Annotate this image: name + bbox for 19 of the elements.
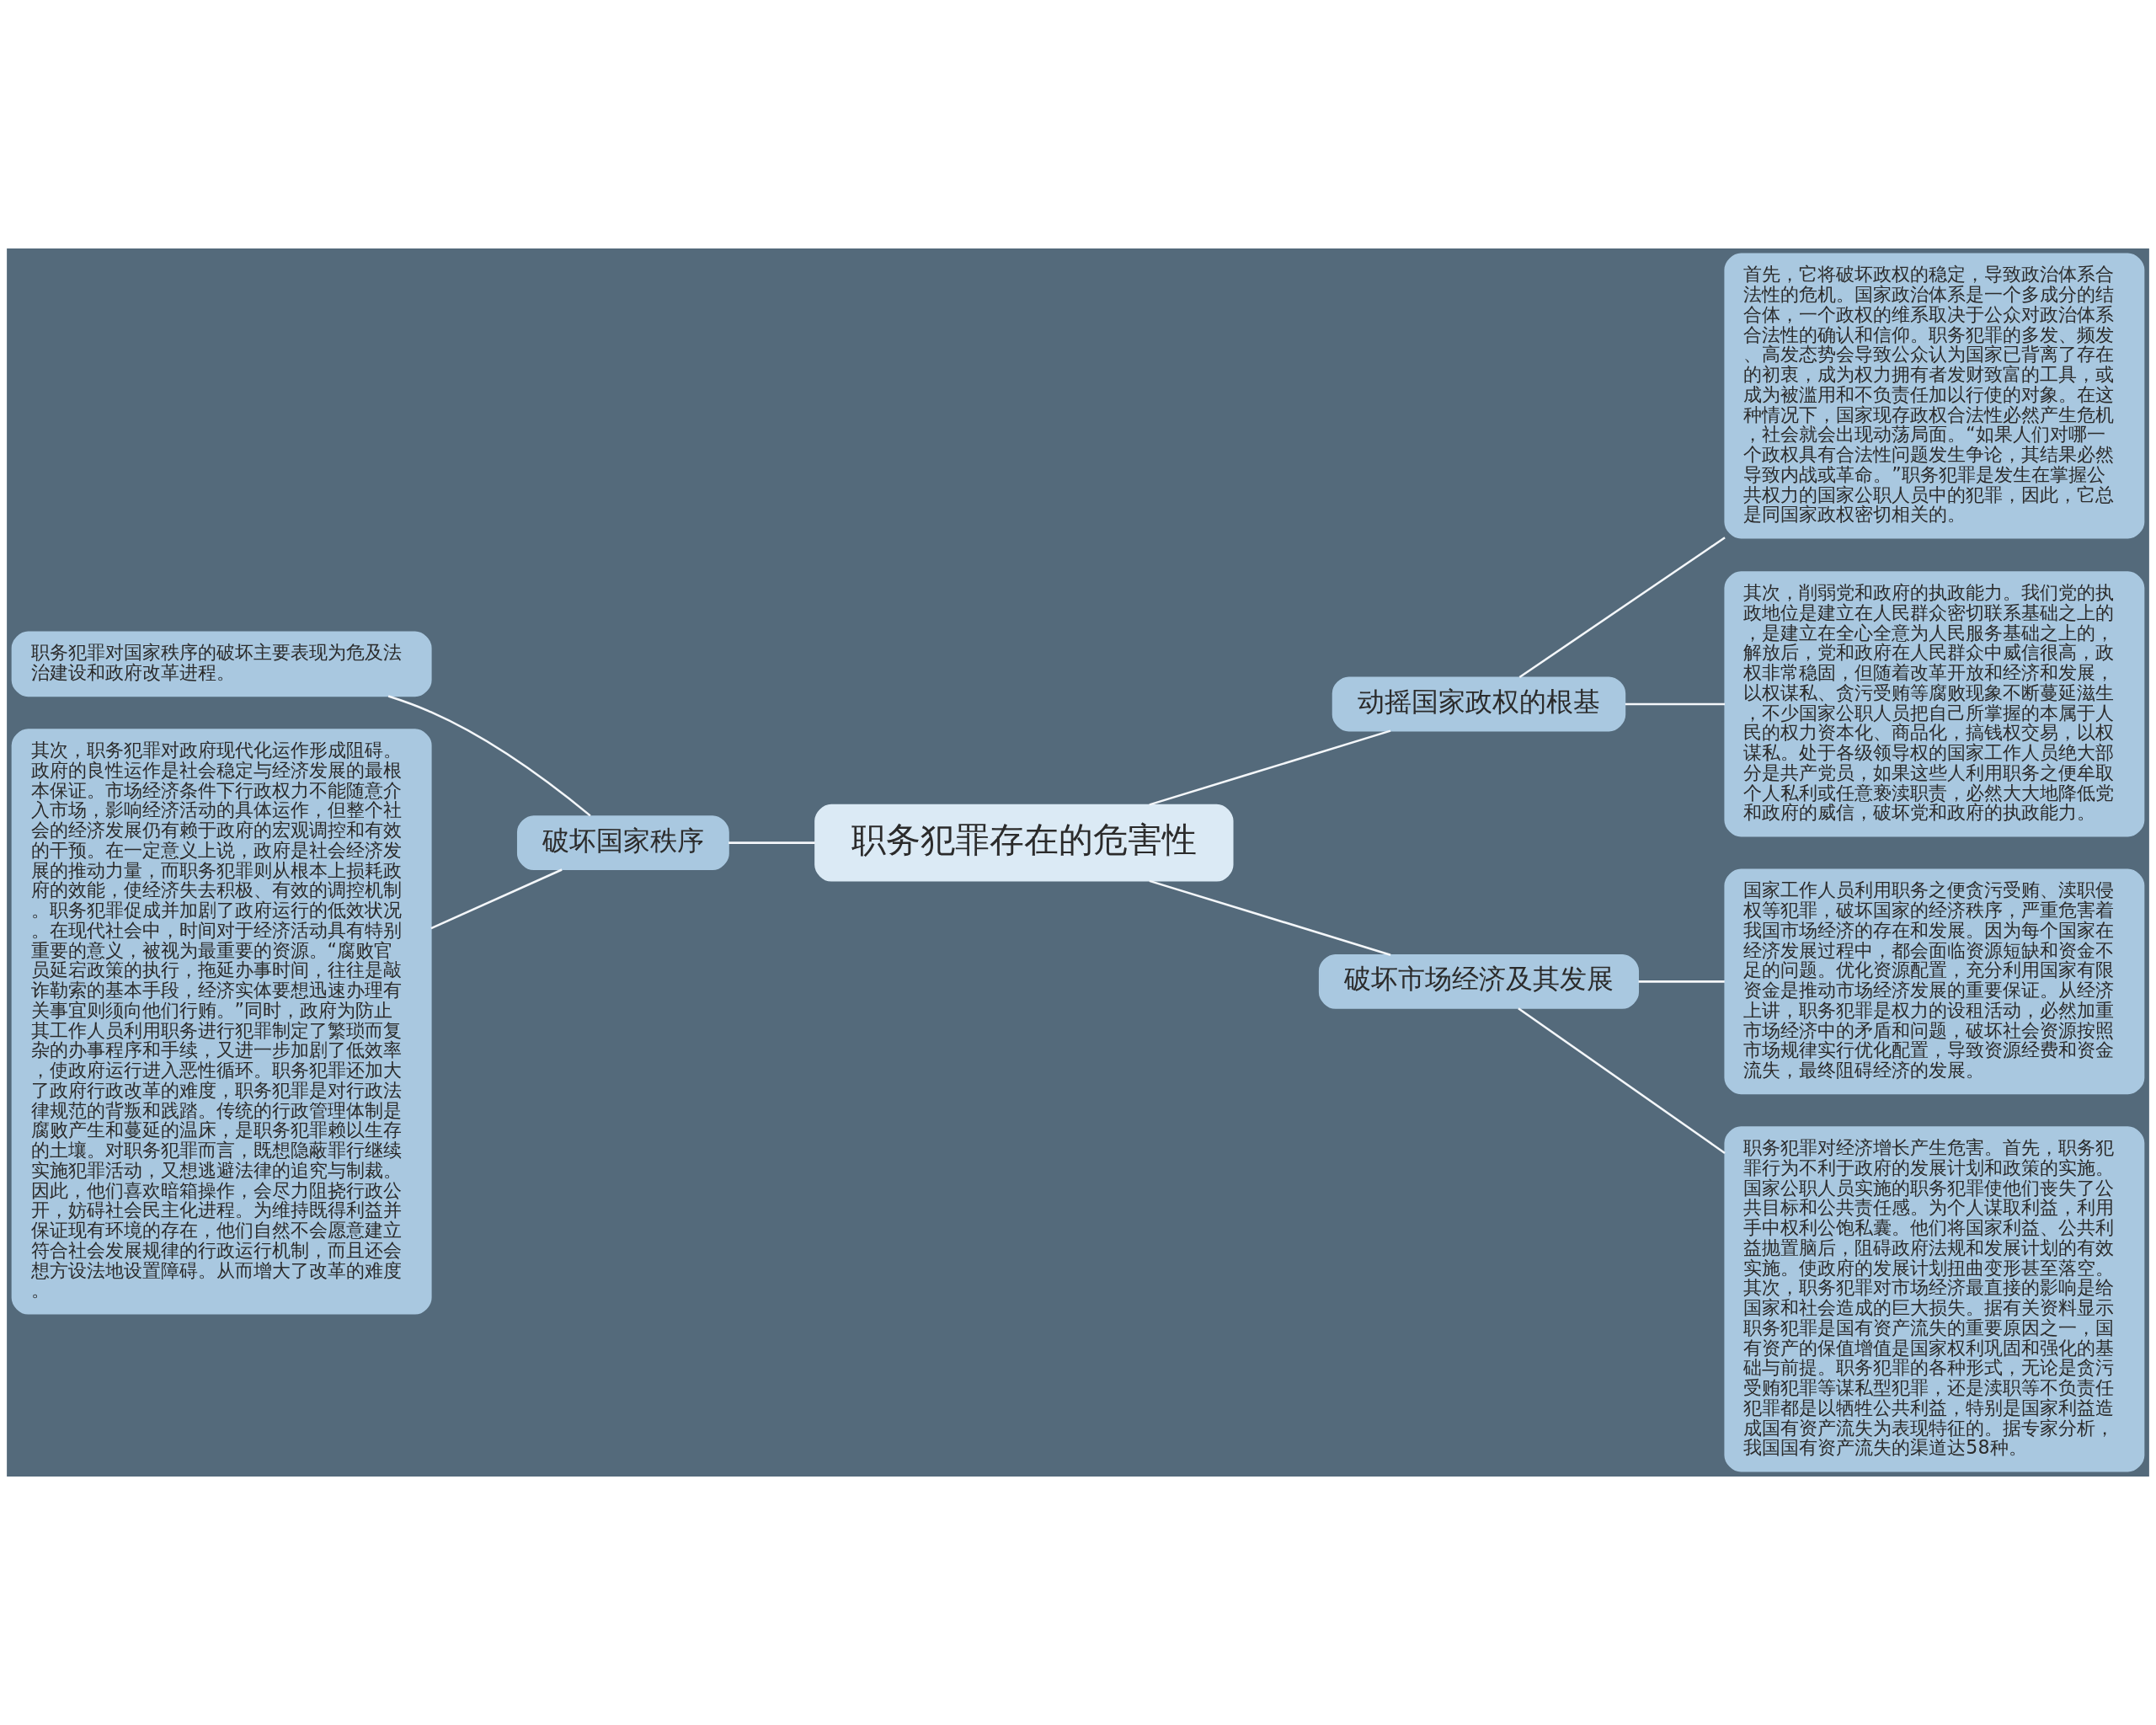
node-box: 破坏国家秩序 [516,815,729,871]
node-box: 其次，削弱党和政府的执政能力。我们党的执政地位是建立在人民群众密切联系基础之上的，是建立在全心全意为人民服务基础之上的，解放后，党和政府在人民群众中威信很高，政权非常稳固，但随着改革开放和经济和发展，以权谋私、贪污受贿等腐败现象不断蔓延滋生，不少国家公职人员把自己所掌握的本属于人民的权力资本化、商品化，搞钱权交易，以权谋私。处于各级领导权的国家工作人员绝大部分是共产党员，如果这些人利用职务之便牟取个人私利或任意亵渎职责，必然大大地降低党和政府的威信，破坏党和政府的执政能力。 [1724,571,2145,837]
node-box: 其次，职务犯罪对政府现代化运作形成阻碍。政府的良性运作是社会稳定与经济发展的最根本保证。市场经济条件下行政权力不能随意介入市场，影响经济活动的具体运作，但整个社会的经济发展仍有赖于政府的宏观调控和有效的干预。在一定意义上说，政府是社会经济发展的推动力量，而职务犯罪则从根本上损耗政府的效能，使经济失去积极、有效的调控机制。职务犯罪促成并加剧了政府运行的低效状况。在现代社会中，时间对于经济活动具有特别重要的意义，被视为最重要的资源。“腐败官员延宕政策的执行，拖延办事时间，往往是敲诈勒索的基本手段，经济实体要想迅速办理有关事宜则须向他们行贿。”同时，政府为防止其工作人员利用职务进行犯罪制定了繁琐而复杂的办事程序和手续，又进一步加剧了低效率，使政府运行进入恶性循环。职务犯罪还加大了政府行政改革的难度，职务犯罪是对行政法律规范的背叛和践踏。传统的行政管理体制是腐败产生和蔓延的温床，是职务犯罪赖以生存的土壤。对职务犯罪而言，既想隐蔽罪行继续实施犯罪活动，又想逃避法律的追究与制裁。因此，他们喜欢暗箱操作，会尽力阻挠行政公开，妨碍社会民主化进程。为维持既得利益并保证现有环境的存在，他们自然不会愿意建立符合社会发展规律的行政运行机制，而且还会想方设法地设置障碍。从而增大了改革的难度。 [11,729,432,1315]
connector [430,868,563,930]
connector [1518,537,1726,679]
connector [1149,879,1391,956]
connector [728,841,815,844]
connector [1625,702,1725,706]
connector [1638,980,1725,983]
node-box: 国家工作人员利用职务之便贪污受贿、渎职侵权等犯罪，破坏国家的经济秩序，严重危害着我国市场经济的存在和发展。因为每个国家在经济发展过程中，都会面临资源短缺和资金不足的问题。优化资源配置，充分利用国家有限资金是推动市场经济发展的重要保证。从经济上讲，职务犯罪是权力的设租活动，必然加重市场经济中的矛盾和问题，破坏社会资源按照市场规律实行优化配置，导致资源经费和资金流失，最终阻碍经济的发展。 [1724,868,2145,1095]
node-box: 职务犯罪对经济增长产生危害。首先，职务犯罪行为不利于政府的发展计划和政策的实施。国家公职人员实施的职务犯罪使他们丧失了公共目标和公共责任感。为个人谋取利益，利用手中权利公饱私囊。他们将国家利益、公共利益抛置脑后，阻碍政府法规和发展计划的有效实施。使政府的发展计划扭曲变形甚至落空。其次，职务犯罪对市场经济最直接的影响是给国家和社会造成的巨大损失。据有关资料显示职务犯罪是国有资产流失的重要原因之一，国有资产的保值增值是国家权利巩固和强化的基础与前提。职务犯罪的各种形式，无论是贪污受贿犯罪等谋私型犯罪，还是渎职等不负责任犯罪都是以牺牲公共利益，特别是国家利益造成国有资产流失为表现特征的。据专家分析，我国国有资产流失的渠道达58种。 [1724,1126,2145,1472]
connector [387,695,591,817]
connector [1149,729,1391,806]
node-box: 破坏市场经济及其发展 [1318,953,1640,1009]
node-box: 动摇国家政权的根基 [1331,676,1626,732]
node-box: 职务犯罪存在的危害性 [814,804,1234,882]
node-box: 首先，它将破坏政权的稳定，导致政治体系合法性的危机。国家政治体系是一个多成分的结合体，一个政权的维系取决于公众对政治体系合法性的确认和信仰。职务犯罪的多发、频发、高发态势会导致公众认为国家已背离了存在的初衷，成为权力拥有者发财致富的工具，或成为被滥用和不负责任加以行使的对象。在这种情况下，国家现存政权合法性必然产生危机，社会就会出现动荡局面。“如果人们对哪一个政权具有合法性问题发生争论，其结果必然导致内战或革命。”职务犯罪是发生在掌握公共权力的国家公职人员中的犯罪，因此，它总是同国家政权密切相关的。 [1724,253,2145,539]
node-box: 职务犯罪对国家秩序的破坏主要表现为危及法治建设和政府改革进程。 [11,631,432,697]
connector [1518,1007,1726,1155]
